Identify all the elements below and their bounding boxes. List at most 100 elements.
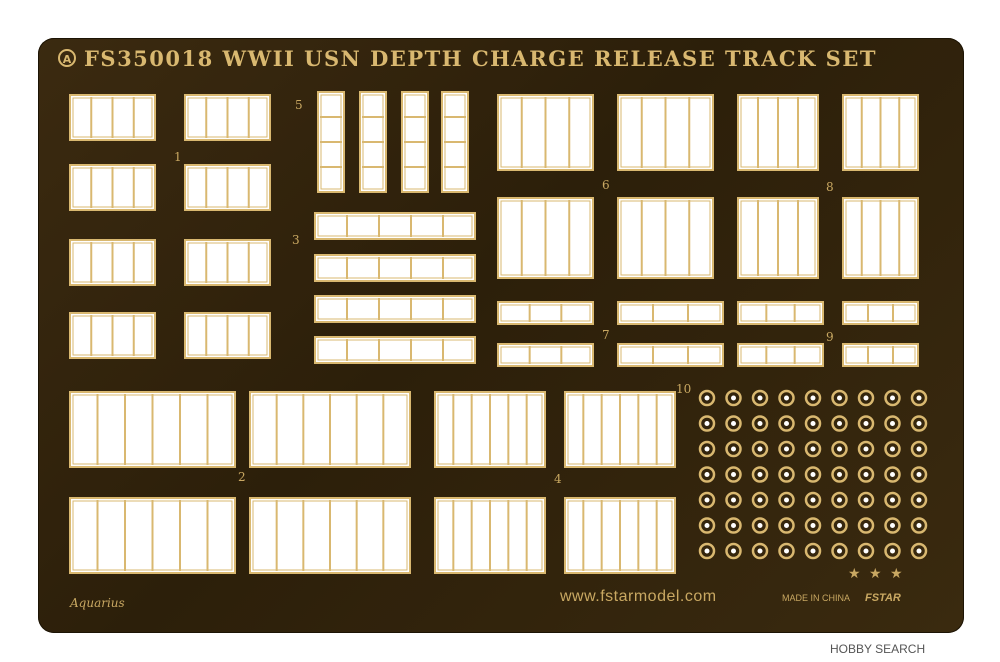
part-10-washer: [910, 466, 928, 483]
part-7-9-bar-bar: [765, 346, 768, 364]
part-6-8-frame-inner: [500, 200, 591, 276]
part-2-4-track-inner: [72, 394, 233, 465]
part-7-9-bar-bar: [867, 346, 869, 364]
part-5-rail-inner: [320, 94, 342, 190]
part-10-washer-hole: [890, 446, 895, 452]
part-number-10: 10: [676, 382, 692, 396]
part-7-9-bar-bar: [892, 346, 894, 364]
part-10-washer-hole: [731, 446, 736, 452]
part-1-frame-bar: [226, 315, 229, 356]
part-2-4-track-bar: [151, 500, 154, 571]
part-2-4-track-bar: [355, 394, 358, 465]
part-2-4-track-inner: [72, 500, 233, 571]
part-10-washer: [725, 415, 742, 432]
part-6-8-frame-bar: [777, 200, 779, 276]
part-5-rail-bar: [404, 166, 426, 168]
part-7-9-bar-bar: [687, 304, 689, 322]
part-10-washer: [725, 466, 742, 483]
part-10-washer-hole: [810, 421, 816, 426]
part-2-4-track-inner: [437, 394, 543, 465]
part-1-frame-bar: [90, 167, 93, 208]
part-7-9-bar: [737, 301, 824, 325]
part-6-8-frame-bar: [757, 97, 759, 168]
part-7-9-bar-inner: [845, 304, 916, 322]
part-1-frame-inner: [72, 242, 153, 283]
part-10-washer-hole: [757, 421, 763, 426]
brand-name: Aquarius: [70, 596, 125, 610]
part-10-washer: [698, 389, 716, 407]
part-1-frame-inner: [72, 167, 153, 208]
part-10-washer-hole: [810, 497, 816, 503]
part-10-washer: [804, 415, 822, 432]
part-6-8-frame-bar: [520, 200, 523, 276]
part-10-washer: [698, 517, 716, 534]
part-2-4-track-bar: [382, 394, 385, 465]
part-3-rail-bar: [442, 339, 444, 361]
part-6-8-frame-inner: [740, 97, 816, 168]
part-7-9-bar: [497, 343, 594, 367]
part-2-4-track-inner: [437, 500, 543, 571]
part-10-washer-hole: [704, 472, 710, 477]
part-7-9-bar: [617, 343, 724, 367]
part-2-4-track-bar: [600, 500, 603, 571]
part-1-frame-bar: [111, 97, 114, 138]
part-7-9-bar-inner: [845, 346, 916, 364]
part-number-9: 9: [826, 330, 834, 344]
part-3-rail-bar: [378, 298, 380, 320]
part-10-washer: [884, 389, 901, 407]
part-10-washer: [698, 542, 716, 560]
part-10-washer: [725, 517, 742, 534]
part-10-washer-hole: [757, 523, 763, 528]
part-7-9-bar-bar: [560, 346, 563, 364]
part-10-washer-hole: [704, 523, 710, 528]
part-2-4-track-inner: [567, 394, 673, 465]
part-10-washer: [804, 517, 822, 534]
part-2-4-track-inner: [252, 394, 408, 465]
part-10-washer: [857, 415, 875, 432]
part-5-rail-bar: [320, 116, 342, 118]
part-10-washer-hole: [784, 472, 789, 477]
part-10-washer-hole: [704, 395, 710, 401]
part-3-rail-bar: [346, 339, 348, 361]
part-6-8-frame-bar: [688, 97, 691, 168]
part-6-8-frame-bar: [879, 97, 882, 168]
part-10-washer: [831, 389, 848, 407]
part-10-washer-hole: [890, 421, 895, 426]
part-2-4-track-bar: [302, 500, 305, 571]
part-3-rail-inner: [317, 257, 473, 279]
part-1-frame-bar: [247, 97, 250, 138]
part-7-9-bar: [737, 343, 824, 367]
part-3-rail: [314, 212, 476, 240]
part-1-frame-bar: [132, 242, 135, 283]
part-5-rail-bar: [444, 141, 466, 143]
part-6-8-frame-inner: [620, 97, 711, 168]
part-5-rail-bar: [444, 116, 466, 118]
part-5-rail-bar: [404, 141, 426, 143]
part-number-8: 8: [826, 180, 834, 194]
part-2-4-track-bar: [470, 500, 473, 571]
part-10-washer: [725, 440, 742, 458]
part-2-4-track-bar: [302, 394, 305, 465]
part-7-9-bar: [842, 343, 919, 367]
part-7-9-bar-inner: [500, 346, 591, 364]
part-3-rail-inner: [317, 298, 473, 320]
part-2-4-track-bar: [452, 500, 455, 571]
part-1-frame-bar: [111, 315, 114, 356]
part-10-washer: [831, 491, 848, 509]
part-5-rail-bar: [404, 116, 426, 118]
part-10-washer: [831, 517, 848, 534]
part-10-washer-hole: [890, 472, 895, 477]
part-7-9-bar-bar: [652, 346, 654, 364]
part-10-washer-hole: [863, 472, 869, 477]
part-10-washer: [884, 415, 901, 432]
part-10-washer: [857, 466, 875, 483]
part-number-2: 2: [238, 470, 246, 484]
part-6-8-frame-bar: [860, 97, 863, 168]
part-1-frame-bar: [205, 167, 208, 208]
part-1-frame-bar: [132, 315, 135, 356]
part-10-washer-hole: [916, 548, 922, 554]
part-10-washer-hole: [757, 395, 763, 401]
part-10-washer-hole: [784, 421, 789, 426]
part-10-washer-hole: [863, 548, 869, 554]
part-10-washer: [804, 542, 822, 560]
